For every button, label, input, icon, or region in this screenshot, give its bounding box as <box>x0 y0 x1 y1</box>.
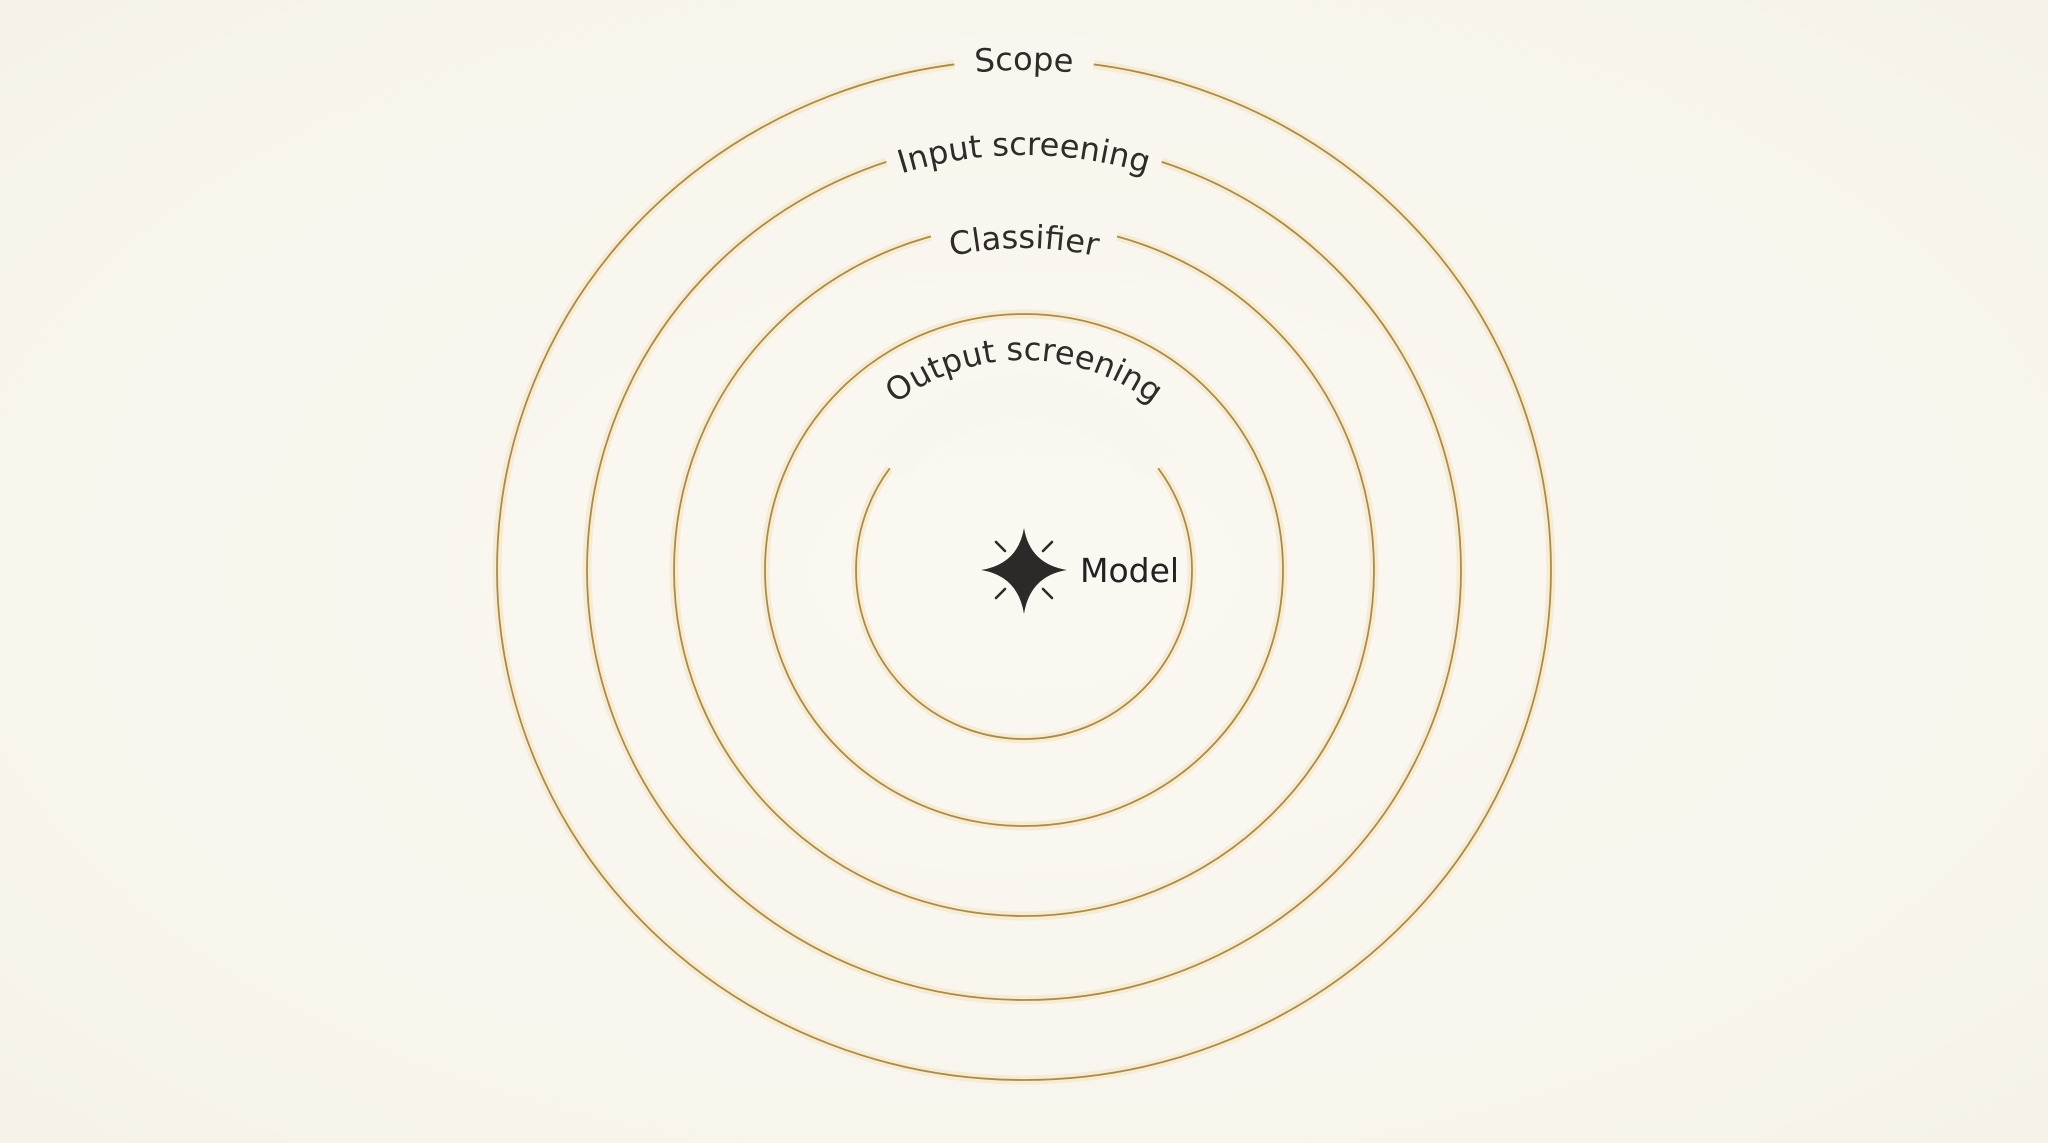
ring-label-scope: Scope <box>973 40 1075 80</box>
sparkle-icon <box>981 528 1067 614</box>
label-gap-input-screening <box>874 101 1174 172</box>
model-label: Model <box>1080 551 1179 590</box>
label-gap-output-screening <box>868 373 1180 482</box>
ring-output-screening <box>764 313 1284 827</box>
label-gap-scope <box>950 33 1098 86</box>
label-gap-classifier <box>923 196 1125 257</box>
